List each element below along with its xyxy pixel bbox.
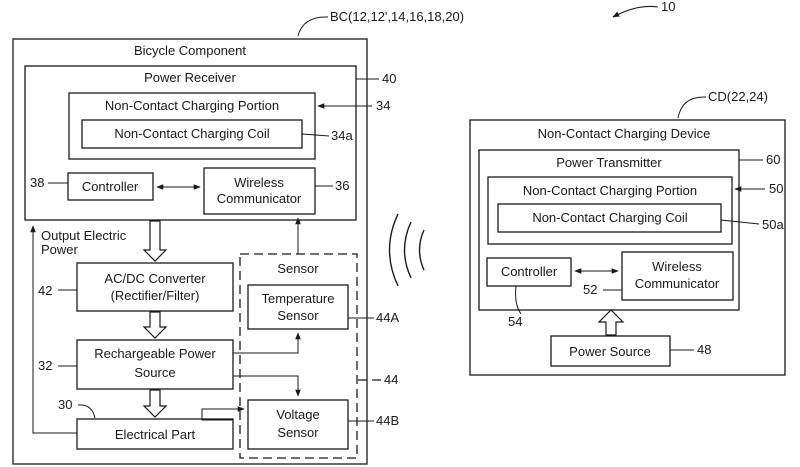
bicycle-wireless-ref: 36 bbox=[335, 178, 349, 193]
figure-ref-leader bbox=[612, 6, 659, 18]
power-arrow-converter-to-battery bbox=[142, 311, 168, 339]
rechargeable-line1: Rechargeable Power bbox=[94, 346, 216, 361]
bicycle-wireless-line2: Communicator bbox=[217, 191, 302, 206]
sensor-group-ref: 44 bbox=[384, 372, 398, 387]
temperature-sensor-box bbox=[247, 284, 349, 330]
charging-device-title: Non-Contact Charging Device bbox=[538, 126, 711, 141]
device-charging-portion-title: Non-Contact Charging Portion bbox=[523, 183, 697, 198]
bicycle-charging-coil-leader bbox=[301, 133, 330, 137]
rechargeable-box bbox=[76, 339, 234, 390]
bicycle-wireless-line1: Wireless bbox=[234, 175, 284, 190]
bicycle-component-ref: BC(12,12',14,16,18,20) bbox=[330, 9, 464, 24]
power-arrow-receiver-to-converter bbox=[142, 220, 168, 262]
device-wireless-line2: Communicator bbox=[635, 276, 720, 291]
power-transmitter-ref: 60 bbox=[766, 152, 780, 167]
battery-to-temperature-line bbox=[233, 332, 301, 354]
voltage-sensor-line1: Voltage bbox=[276, 407, 319, 422]
bicycle-controller-title: Controller bbox=[82, 179, 139, 194]
power-arrow-battery-to-electrical bbox=[142, 389, 168, 418]
power-source-ref: 48 bbox=[697, 342, 711, 357]
converter-line1: AC/DC Converter bbox=[104, 271, 206, 286]
electrical-part-box bbox=[76, 418, 234, 450]
converter-box bbox=[76, 262, 234, 312]
bicycle-charging-coil-ref: 34a bbox=[331, 128, 353, 143]
temperature-sensor-ref: 44A bbox=[376, 310, 399, 325]
device-charging-coil-title: Non-Contact Charging Coil bbox=[532, 210, 687, 225]
bicycle-component-leader bbox=[297, 16, 329, 37]
power-source-box bbox=[550, 335, 671, 367]
bicycle-controller-box bbox=[67, 172, 154, 201]
device-wireless-ref: 52 bbox=[583, 282, 597, 297]
device-controller-box bbox=[486, 257, 572, 287]
voltage-sensor-line2: Sensor bbox=[277, 425, 319, 440]
device-wireless-box bbox=[621, 251, 734, 301]
voltage-sensor-ref: 44B bbox=[376, 413, 399, 428]
charging-device-ref: CD(22,24) bbox=[708, 89, 768, 104]
electrical-part-ref: 30 bbox=[58, 397, 72, 412]
wireless-signal-icon bbox=[388, 213, 425, 287]
output-power-line1: Output Electric bbox=[41, 228, 127, 243]
device-charging-portion-ref: 50 bbox=[769, 181, 783, 196]
rechargeable-ref: 32 bbox=[38, 358, 52, 373]
battery-to-voltage-line bbox=[233, 375, 301, 397]
power-arrow-source-to-transmitter bbox=[597, 309, 625, 336]
converter-line2: (Rectifier/Filter) bbox=[111, 288, 200, 303]
power-receiver-title: Power Receiver bbox=[144, 70, 236, 85]
bicycle-component-title: Bicycle Component bbox=[134, 43, 246, 58]
bicycle-charging-portion-ref: 34 bbox=[376, 98, 390, 113]
figure-ref-label: 10 bbox=[661, 0, 675, 14]
power-transmitter-title: Power Transmitter bbox=[556, 155, 662, 170]
device-charging-coil-leader bbox=[720, 219, 760, 225]
bicycle-controller-ref: 38 bbox=[30, 175, 44, 190]
voltage-sensor-box bbox=[247, 399, 349, 450]
temperature-sensor-line2: Sensor bbox=[277, 308, 319, 323]
device-controller-leader bbox=[515, 285, 522, 315]
bicycle-charging-portion-title: Non-Contact Charging Portion bbox=[105, 98, 279, 113]
bicycle-charging-coil-title: Non-Contact Charging Coil bbox=[114, 126, 269, 141]
bicycle-wireless-box bbox=[203, 167, 316, 215]
power-source-title: Power Source bbox=[569, 344, 651, 359]
device-charging-coil-box bbox=[497, 203, 722, 233]
temperature-sensor-line1: Temperature bbox=[262, 291, 335, 306]
output-power-line2: Power bbox=[41, 242, 79, 257]
electrical-to-voltage-line bbox=[201, 406, 245, 421]
bicycle-charging-coil-box bbox=[81, 119, 303, 149]
rechargeable-line2: Source bbox=[134, 365, 175, 380]
sensor-group-title: Sensor bbox=[277, 261, 319, 276]
converter-ref: 42 bbox=[38, 283, 52, 298]
power-receiver-ref: 40 bbox=[382, 71, 396, 86]
device-controller-title: Controller bbox=[501, 264, 558, 279]
device-wireless-line1: Wireless bbox=[652, 259, 702, 274]
electrical-part-title: Electrical Part bbox=[115, 427, 196, 442]
charging-device-leader bbox=[677, 96, 707, 119]
device-charging-coil-ref: 50a bbox=[762, 217, 784, 232]
electrical-part-leader bbox=[77, 404, 96, 419]
electrical-part-feedback-line bbox=[30, 225, 77, 434]
device-controller-ref: 54 bbox=[508, 314, 522, 329]
